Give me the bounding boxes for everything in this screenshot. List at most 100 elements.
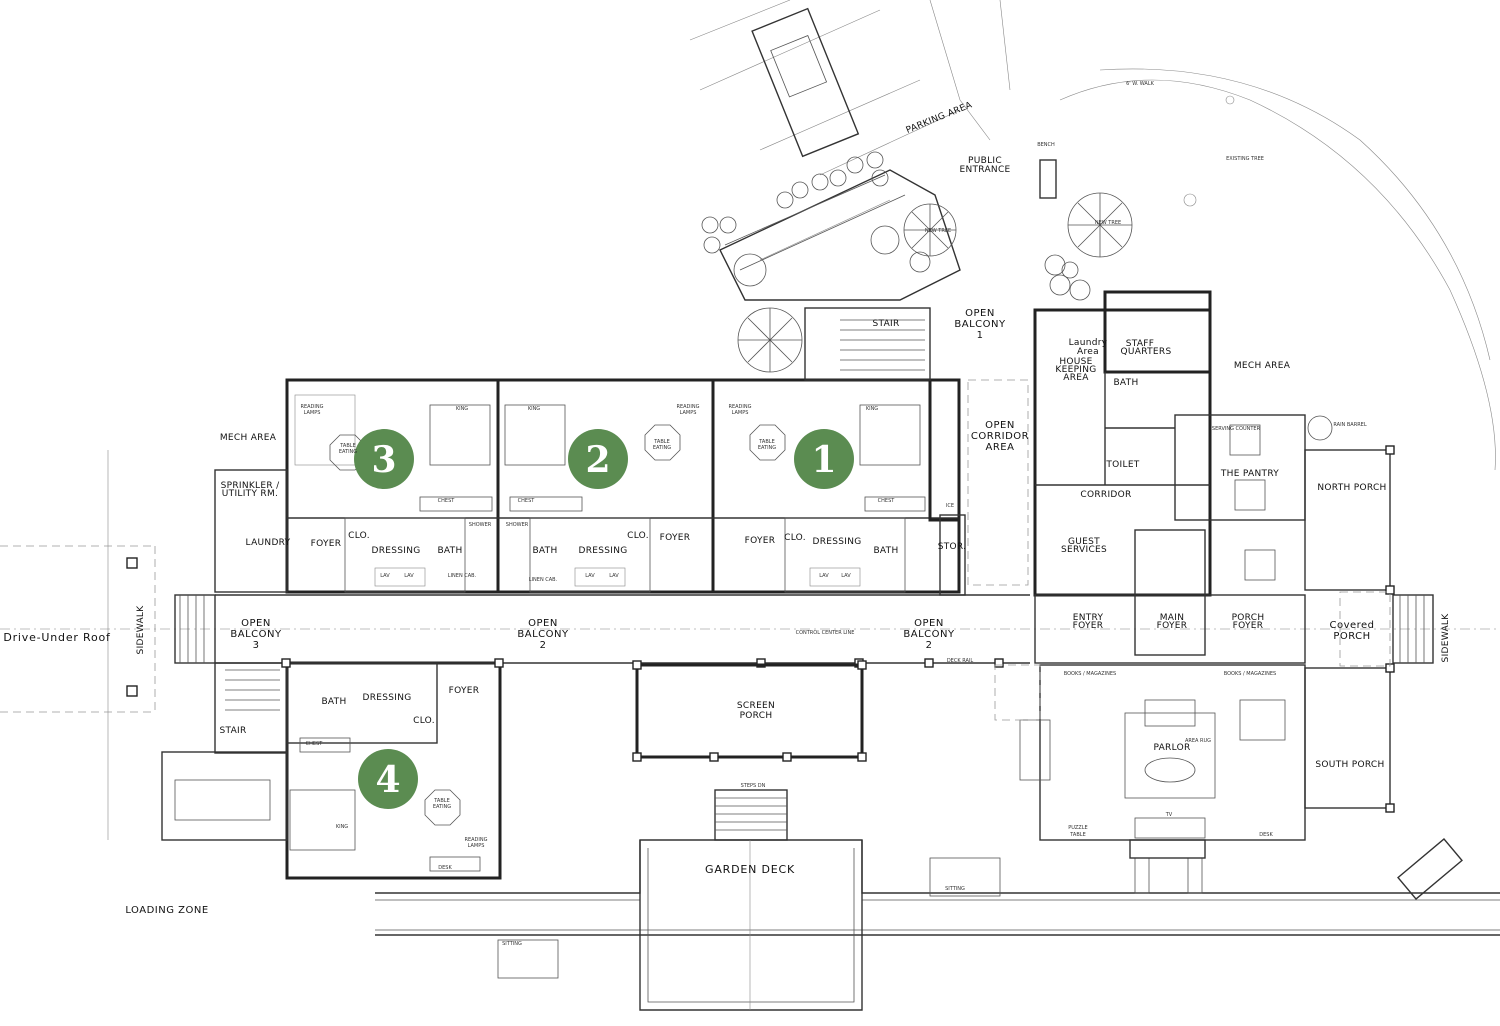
svg-text:TOILET: TOILET	[1105, 460, 1139, 470]
svg-text:SITTING: SITTING	[945, 886, 965, 892]
svg-text:EATING: EATING	[653, 445, 671, 451]
svg-text:UTILITY RM.: UTILITY RM.	[222, 489, 278, 499]
svg-text:DECK RAIL: DECK RAIL	[947, 658, 974, 664]
svg-text:SOUTH PORCH: SOUTH PORCH	[1315, 760, 1384, 770]
svg-text:TABLE: TABLE	[653, 439, 669, 445]
svg-text:CHEST: CHEST	[438, 498, 456, 504]
svg-text:FOYER: FOYER	[311, 539, 342, 549]
svg-text:CORRIDOR: CORRIDOR	[971, 431, 1029, 442]
svg-text:OPEN: OPEN	[528, 618, 558, 629]
svg-text:SERVICES: SERVICES	[1061, 545, 1107, 555]
svg-text:KING: KING	[528, 406, 540, 412]
svg-text:BOOKS / MAGAZINES: BOOKS / MAGAZINES	[1224, 671, 1276, 677]
svg-text:KING: KING	[456, 406, 468, 412]
corridor-area	[967, 379, 1041, 721]
svg-text:CHEST: CHEST	[878, 498, 896, 504]
svg-text:BOOKS / MAGAZINES: BOOKS / MAGAZINES	[1064, 671, 1116, 677]
svg-text:MECH AREA: MECH AREA	[1234, 361, 1291, 371]
svg-text:6' W. WALK: 6' W. WALK	[1126, 81, 1155, 87]
svg-text:LAUNDRY: LAUNDRY	[246, 538, 291, 548]
svg-text:AREA RUG: AREA RUG	[1185, 738, 1211, 744]
svg-text:Laundry: Laundry	[1069, 338, 1108, 348]
loading-zone-label: LOADING ZONE	[125, 905, 208, 916]
svg-text:MAIN: MAIN	[1160, 613, 1185, 623]
svg-text:ENTRY: ENTRY	[1073, 613, 1104, 623]
svg-text:BATH: BATH	[1113, 378, 1138, 388]
svg-text:LAMPS: LAMPS	[680, 410, 697, 416]
svg-text:GUEST: GUEST	[1068, 537, 1100, 547]
svg-text:EATING: EATING	[339, 449, 357, 455]
svg-text:AREA: AREA	[986, 442, 1015, 453]
svg-text:OPEN: OPEN	[965, 308, 995, 319]
unit-number: 1	[811, 439, 836, 481]
svg-text:BATH: BATH	[437, 546, 462, 556]
svg-text:LAV: LAV	[841, 573, 851, 579]
svg-text:SERVING COUNTER: SERVING COUNTER	[1212, 426, 1261, 432]
svg-text:FOYER: FOYER	[660, 533, 691, 543]
svg-text:READING: READING	[729, 404, 752, 410]
svg-text:CLO.: CLO.	[348, 531, 370, 541]
unit-number: 3	[371, 439, 396, 481]
svg-text:EXISTING TREE: EXISTING TREE	[1226, 156, 1264, 162]
svg-text:NEW TREE: NEW TREE	[925, 228, 951, 234]
drive-under-roof-label: Drive-Under Roof	[3, 631, 111, 644]
svg-text:HOUSE: HOUSE	[1059, 357, 1092, 367]
svg-text:SPRINKLER /: SPRINKLER /	[221, 481, 280, 491]
garden-deck	[375, 838, 1500, 1011]
svg-text:BALCONY: BALCONY	[517, 629, 569, 640]
svg-text:EATING: EATING	[433, 804, 451, 810]
svg-text:2: 2	[926, 640, 933, 651]
svg-text:TABLE: TABLE	[1069, 832, 1085, 838]
svg-text:OPEN: OPEN	[914, 618, 944, 629]
svg-text:CLO.: CLO.	[413, 716, 435, 726]
garden-deck-label: GARDEN DECK	[705, 863, 795, 876]
svg-text:Area: Area	[1077, 347, 1099, 357]
svg-text:PARLOR: PARLOR	[1153, 743, 1190, 753]
svg-text:NEW TREE: NEW TREE	[1095, 220, 1121, 226]
svg-text:MECH AREA: MECH AREA	[220, 433, 277, 443]
unit-badge-2: 2	[568, 429, 628, 489]
svg-text:3: 3	[253, 640, 260, 651]
svg-text:THE PANTRY: THE PANTRY	[1220, 469, 1279, 479]
svg-text:STAFF: STAFF	[1126, 339, 1155, 349]
unit-number: 4	[375, 759, 400, 801]
svg-text:SITTING: SITTING	[502, 941, 522, 947]
svg-text:STEPS DN: STEPS DN	[741, 783, 766, 789]
svg-text:BATH: BATH	[873, 546, 898, 556]
svg-text:LAMPS: LAMPS	[732, 410, 749, 416]
svg-text:BALCONY: BALCONY	[903, 629, 955, 640]
svg-text:FOYER: FOYER	[1233, 621, 1264, 631]
svg-text:BALCONY: BALCONY	[954, 319, 1006, 330]
svg-text:NORTH PORCH: NORTH PORCH	[1317, 483, 1386, 493]
svg-text:LAV: LAV	[819, 573, 829, 579]
svg-text:STAIR: STAIR	[219, 726, 246, 736]
svg-text:CHEST: CHEST	[306, 741, 324, 747]
svg-text:STOR.: STOR.	[938, 542, 967, 552]
retaining-wall-trees	[1039, 68, 1496, 471]
svg-text:READING: READING	[465, 837, 488, 843]
svg-text:LAMPS: LAMPS	[468, 843, 485, 849]
svg-text:1: 1	[977, 330, 984, 341]
unit-badge-4: 4	[358, 749, 418, 809]
svg-text:SCREEN: SCREEN	[737, 701, 775, 711]
svg-text:2: 2	[540, 640, 547, 651]
screen-porch	[632, 660, 867, 841]
svg-text:CLO.: CLO.	[784, 533, 806, 543]
svg-text:OPEN: OPEN	[985, 420, 1015, 431]
guest-wing	[214, 307, 966, 596]
svg-text:DRESSING: DRESSING	[371, 546, 420, 556]
svg-text:LAMPS: LAMPS	[304, 410, 321, 416]
parking-area-label: PARKING AREA	[905, 100, 974, 136]
svg-text:PORCH: PORCH	[740, 711, 773, 721]
car-icon	[751, 7, 860, 158]
svg-text:SHOWER: SHOWER	[506, 522, 529, 528]
svg-text:LAV: LAV	[585, 573, 595, 579]
svg-text:BENCH: BENCH	[1037, 142, 1055, 148]
svg-text:LAV: LAV	[404, 573, 414, 579]
svg-text:SHOWER: SHOWER	[469, 522, 492, 528]
main-house	[1019, 290, 1434, 859]
unit-number: 2	[585, 439, 610, 481]
svg-text:LINEN CAB.: LINEN CAB.	[529, 577, 558, 583]
room-labels: PARKING AREA PUBLIC ENTRANCE OPEN BALCON…	[3, 81, 1451, 947]
